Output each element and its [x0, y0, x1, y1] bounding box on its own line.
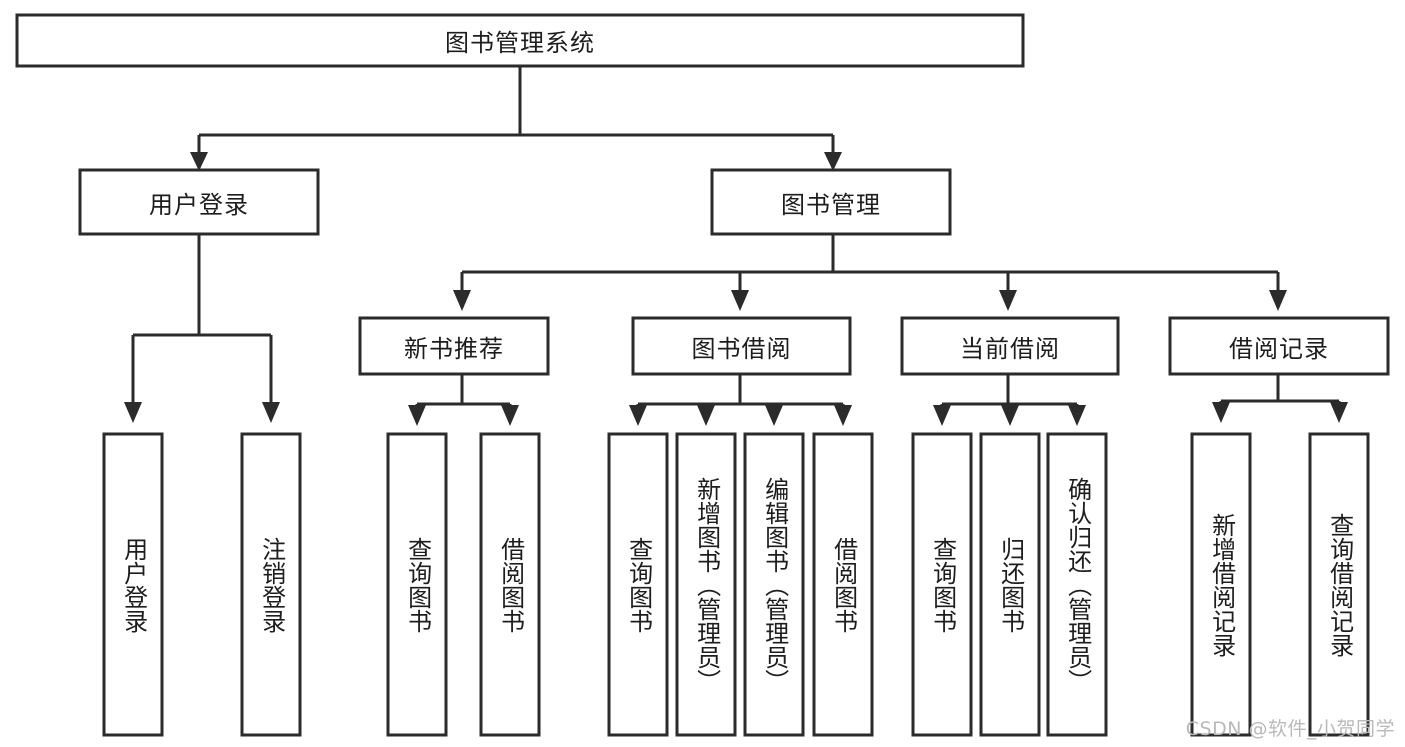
node-box-borrow-record[interactable]	[1168, 316, 1390, 376]
arrow-to-current-borrow	[999, 290, 1017, 311]
arrow-current-borrow-leaf2	[1001, 405, 1019, 426]
arrow-to-book-borrow	[731, 290, 749, 311]
arrow-current-borrow-leaf1	[933, 405, 951, 426]
arrow-book-borrow-leaf1	[629, 405, 647, 426]
node-box-current-borrow[interactable]	[900, 316, 1120, 376]
node-box-new-book-recommend[interactable]	[358, 316, 550, 376]
node-box-leaf-current-borrow-2[interactable]	[1046, 432, 1108, 737]
arrow-new-book-leaf1	[408, 405, 426, 426]
node-box-leaf-borrow-record-0[interactable]	[1190, 432, 1252, 737]
node-box-leaf-current-borrow-1[interactable]	[979, 432, 1041, 737]
node-box-root[interactable]	[15, 13, 1025, 68]
arrow-to-user-login	[190, 152, 208, 171]
node-box-leaf-current-borrow-0[interactable]	[911, 432, 973, 737]
arrow-to-new-book	[453, 290, 471, 311]
node-box-book-management[interactable]	[710, 168, 952, 236]
node-box-leaf-new-book-1[interactable]	[479, 432, 541, 737]
arrow-book-borrow-leaf3	[765, 405, 783, 426]
watermark-text: CSDN @软件_小贺同学	[1185, 718, 1395, 740]
arrow-borrow-record-leaf1	[1212, 402, 1230, 423]
node-box-leaf-book-borrow-3[interactable]	[812, 432, 874, 737]
arrow-user-login-leaf1	[124, 402, 142, 423]
node-box-leaf-borrow-record-1[interactable]	[1308, 432, 1370, 737]
node-box-leaf-book-borrow-0[interactable]	[607, 432, 669, 737]
node-box-leaf-book-borrow-1[interactable]	[675, 432, 737, 737]
node-box-user-login[interactable]	[78, 168, 320, 236]
arrow-user-login-leaf2	[262, 402, 280, 423]
arrow-current-borrow-leaf3	[1068, 405, 1086, 426]
node-box-leaf-user-login-1[interactable]	[240, 432, 302, 737]
node-box-book-borrow[interactable]	[631, 316, 852, 376]
arrow-new-book-leaf2	[501, 405, 519, 426]
arrow-borrow-record-leaf2	[1330, 402, 1348, 423]
arrow-book-borrow-leaf2	[697, 405, 715, 426]
node-box-leaf-book-borrow-2[interactable]	[743, 432, 805, 737]
box-layer	[15, 13, 1390, 737]
arrow-book-borrow-leaf4	[834, 405, 852, 426]
node-box-leaf-user-login-0[interactable]	[102, 432, 164, 737]
node-box-leaf-new-book-0[interactable]	[386, 432, 448, 737]
connector-layer	[124, 66, 1348, 426]
arrow-to-borrow-record	[1269, 290, 1287, 311]
arrow-to-book-management	[824, 152, 842, 171]
